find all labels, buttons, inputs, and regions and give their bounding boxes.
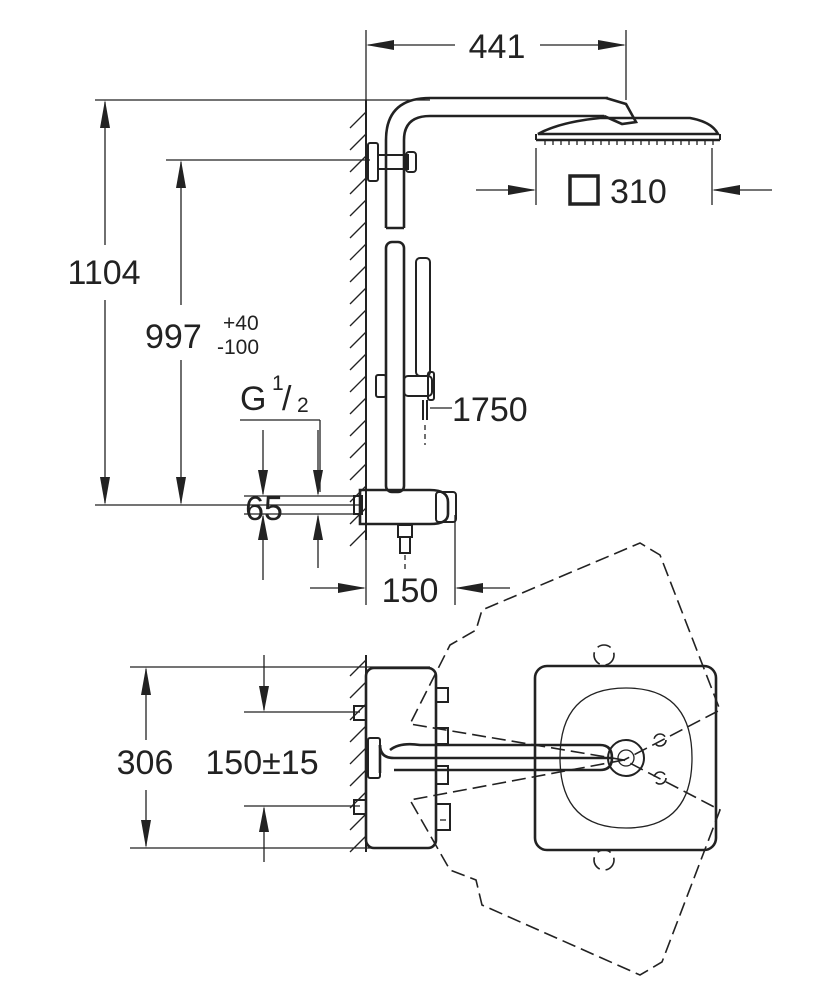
dim-1750: 1750	[430, 391, 528, 429]
label-306: 306	[117, 744, 174, 782]
wall-elevation	[349, 100, 367, 547]
label-997-tol-plus: +40	[223, 312, 259, 335]
label-1104: 1104	[67, 254, 140, 292]
label-thread-den: 2	[297, 394, 309, 417]
dim-997: 997 +40 -100	[145, 159, 370, 505]
dim-306: 306	[117, 666, 430, 849]
label-441: 441	[469, 28, 526, 66]
dim-310: 310	[476, 173, 772, 211]
dim-150: 150	[310, 515, 510, 610]
square-outline-icon	[568, 174, 600, 206]
dim-150-15: 150±15	[205, 655, 360, 862]
label-150: 150	[382, 572, 439, 610]
dim-1104: 1104	[67, 99, 430, 506]
wall-hatching-plan	[349, 659, 367, 853]
thread-label: G 1 / 2	[240, 372, 321, 492]
shower-arm-plan	[367, 737, 614, 779]
label-997: 997	[145, 318, 202, 356]
label-997-tol-minus: -100	[217, 336, 259, 359]
shower-head-nozzles	[544, 140, 714, 145]
label-1750: 1750	[452, 391, 528, 429]
wall-plan	[349, 655, 367, 853]
dim-65: 65	[244, 430, 360, 580]
rotation-markers	[593, 644, 667, 871]
label-thread-num: 1	[272, 372, 284, 395]
dim-441: 441	[365, 28, 627, 100]
shower-column-elevation	[353, 96, 721, 570]
label-65: 65	[245, 490, 283, 528]
label-thread-g: G	[240, 380, 266, 418]
rotation-outline-lower	[408, 759, 722, 976]
rotation-outline-upper	[408, 542, 722, 761]
wall-hatching-elevation	[349, 111, 367, 547]
label-310: 310	[610, 173, 667, 211]
label-thread-slash: /	[282, 380, 292, 418]
label-150-15: 150±15	[205, 744, 318, 782]
